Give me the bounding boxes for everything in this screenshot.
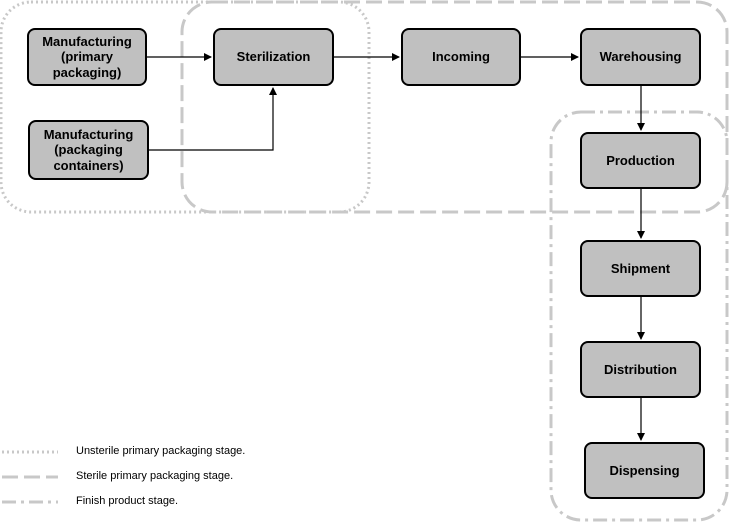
node-label: Distribution [604,361,677,377]
node-incoming: Incoming [401,28,521,86]
sterile-stage-region [180,0,729,214]
legend-sterile-label: Sterile primary packaging stage. [76,470,234,482]
node-dispensing: Dispensing [584,442,705,499]
node-production: Production [580,132,701,189]
node-label: Warehousing [599,49,682,65]
node-label: Manufacturing (primary packaging) [42,33,132,80]
node-label: Sterilization [236,49,311,65]
node-warehousing: Warehousing [580,28,701,86]
legend-unsterile-label: Unsterile primary packaging stage. [76,445,246,457]
node-label: Production [606,152,675,168]
finish-stage-region [549,110,729,522]
node-manufacturing-packaging-containers: Manufacturing (packaging containers) [28,120,149,180]
arrow-mfg-containers-to-sterilization [149,87,277,151]
legend-finish-label: Finish product stage. [76,495,179,507]
node-label: Shipment [610,260,671,276]
node-label: Manufacturing (packaging containers) [43,126,134,173]
node-shipment: Shipment [580,240,701,297]
node-label: Dispensing [609,462,680,478]
node-manufacturing-primary-packaging: Manufacturing (primary packaging) [27,28,147,86]
node-distribution: Distribution [580,341,701,398]
node-sterilization: Sterilization [213,28,334,86]
unsterile-stage-region [0,0,371,214]
node-label: Incoming [432,49,490,65]
